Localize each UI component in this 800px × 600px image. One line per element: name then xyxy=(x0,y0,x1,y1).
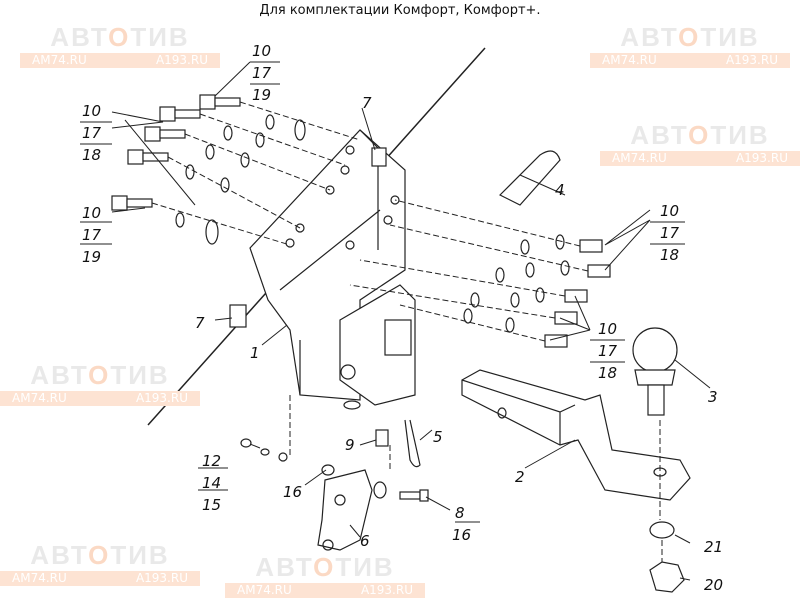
callout-17: 17 xyxy=(82,226,102,244)
callout-10: 10 xyxy=(82,204,101,222)
pin xyxy=(498,150,561,206)
callout-16: 16 xyxy=(452,526,471,544)
callout-4: 4 xyxy=(555,181,565,199)
callout-10: 10 xyxy=(660,202,679,220)
callout-18: 18 xyxy=(82,146,101,164)
callout-10: 10 xyxy=(598,320,617,338)
right-bolts xyxy=(349,199,611,348)
lock-washer xyxy=(649,521,675,539)
callout-labels: 10 17 19 10 17 18 10 17 19 7 7 1 4 10 17… xyxy=(82,42,723,594)
callout-19: 19 xyxy=(82,248,101,266)
callout-7: 7 xyxy=(362,94,372,112)
callout-16: 16 xyxy=(283,483,302,501)
callout-9: 9 xyxy=(345,436,355,454)
callout-10: 10 xyxy=(82,102,101,120)
callout-17: 17 xyxy=(598,342,618,360)
callout-2: 2 xyxy=(515,468,525,486)
callout-17: 17 xyxy=(660,224,680,242)
callout-15: 15 xyxy=(202,496,221,514)
callout-21: 21 xyxy=(704,538,723,556)
callout-18: 18 xyxy=(660,246,679,264)
mounting-plate xyxy=(317,469,373,551)
callout-8: 8 xyxy=(455,504,465,522)
page-title: Для комплектации Комфорт, Комфорт+. xyxy=(259,3,541,18)
clip xyxy=(404,419,421,468)
tow-ball xyxy=(632,327,678,416)
callout-3: 3 xyxy=(708,388,718,406)
bushing xyxy=(375,429,389,447)
callout-5: 5 xyxy=(433,428,443,446)
callout-6: 6 xyxy=(360,532,370,550)
frame-bracket xyxy=(249,129,416,410)
callout-1: 1 xyxy=(250,344,260,362)
callout-10: 10 xyxy=(252,42,271,60)
callout-17: 17 xyxy=(252,64,272,82)
ball-nut xyxy=(649,561,685,593)
callout-12: 12 xyxy=(202,452,221,470)
callout-18: 18 xyxy=(598,364,617,382)
callout-19: 19 xyxy=(252,86,271,104)
cage-nut-top xyxy=(371,147,387,167)
callout-17: 17 xyxy=(82,124,102,142)
callout-20: 20 xyxy=(704,576,723,594)
cage-nut-bottom xyxy=(229,304,247,328)
callout-7: 7 xyxy=(195,314,205,332)
callout-14: 14 xyxy=(202,474,221,492)
ball-mount xyxy=(461,369,691,501)
